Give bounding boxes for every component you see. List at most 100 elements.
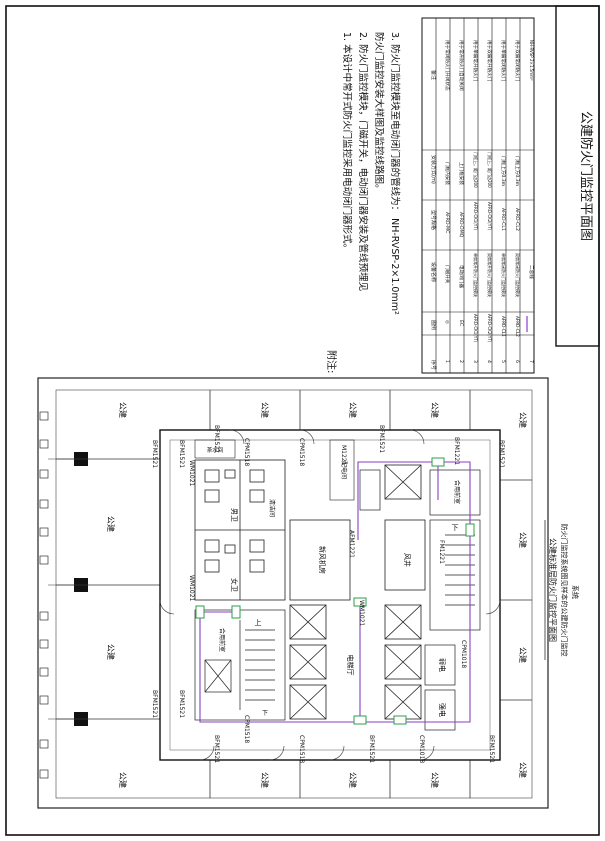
svg-text:AFRD-CL2: AFRD-CL2 (515, 316, 520, 337)
svg-text:6: 6 (514, 360, 520, 363)
svg-text:门磁开关: 门磁开关 (444, 265, 451, 284)
outer-frame (5, 5, 600, 836)
svg-text:AFRD-CL1: AFRD-CL1 (500, 208, 506, 231)
svg-text:公建: 公建 (518, 647, 528, 663)
svg-text:公建: 公建 (430, 772, 440, 788)
svg-text:设备名称: 设备名称 (430, 262, 437, 282)
drawing-title: 公建防火门监控平面图 (578, 111, 594, 241)
label-up1: 上 (255, 618, 262, 627)
facade-mullions (39, 411, 49, 779)
svg-text:CPM1018: CPM1018 (418, 735, 425, 763)
svg-text:公建: 公建 (106, 644, 116, 660)
svg-text:FM1221: FM1221 (438, 540, 445, 564)
svg-text:公建: 公建 (260, 402, 270, 418)
svg-text:4: 4 (486, 360, 492, 363)
svg-text:公建: 公建 (518, 412, 528, 428)
door-tags: BFM1521 BFM1521 BFM1521 BFM1521 BFM1521 … (151, 425, 505, 763)
title-block (555, 5, 600, 347)
note-line-3: 防火门监控安装大样图及监控线路图。 (373, 32, 385, 194)
notes-block: 附注: 1. 本设计中常开式防火门监控采用电动闭门器形式。 2. 防火门监控模块… (325, 32, 401, 373)
room-air-shaft: 新风机房 (318, 546, 327, 574)
note-line-4: 3. 防火门监控模块至电动闭门器的管线为： NH-RVSP-2×1.0mm² (389, 32, 401, 315)
svg-text:CPM1518: CPM1518 (243, 438, 250, 466)
svg-text:上门框安装: 上门框安装 (458, 162, 465, 185)
svg-text:公建: 公建 (348, 772, 358, 788)
label-dn2: 下 (452, 524, 459, 532)
svg-text:BFM1521: BFM1521 (213, 425, 220, 453)
svg-text:AFM1221: AFM1221 (348, 530, 355, 558)
floor-plan: 男卫 女卫 清洁间 合用前室 上 电梯厅 新风机房 (37, 377, 549, 809)
svg-text:CPM1518: CPM1518 (298, 438, 305, 466)
svg-text:2: 2 (458, 360, 464, 363)
svg-text:BFM1521: BFM1521 (178, 690, 185, 718)
svg-text:用于常开防火门自动关闭: 用于常开防火门自动关闭 (458, 40, 465, 91)
room-stair1: 合用前室 (218, 628, 226, 652)
room-tea: 茶水间 (207, 446, 224, 454)
svg-text:门框上，距门边200: 门框上，距门边200 (473, 152, 479, 188)
door-swings (159, 429, 501, 761)
svg-text:CPM1518: CPM1518 (243, 715, 250, 743)
svg-text:公建: 公建 (106, 516, 116, 532)
room-strong: 强电 (438, 703, 447, 717)
plan-caption-2: 防火门监控系统图见样本的公建防火门监控 (560, 524, 569, 657)
plan-caption-3: 系统 (571, 585, 580, 599)
svg-text:AFRD-MC: AFRD-MC (444, 212, 450, 233)
fire-door-bus (199, 461, 471, 723)
svg-text:AFRD-CL2: AFRD-CL2 (514, 208, 520, 231)
svg-text:7: 7 (528, 360, 534, 363)
svg-text:单扇常闭防火门监控模块: 单扇常闭防火门监控模块 (501, 253, 507, 297)
svg-text:CPM1518: CPM1518 (298, 735, 305, 763)
svg-text:单扇常开防火门监控模块: 单扇常开防火门监控模块 (473, 253, 479, 297)
svg-text:BFM1521: BFM1521 (368, 735, 375, 763)
svg-text:3: 3 (472, 360, 478, 363)
notes-heading: 附注: (325, 350, 338, 373)
room-dist: 配电间 (340, 461, 348, 479)
svg-text:公建: 公建 (118, 772, 128, 788)
svg-text:AFRD-CK2(YT): AFRD-CK2(YT) (487, 202, 492, 231)
room-well: 风井 (403, 553, 412, 567)
svg-text:门框上方0.3m: 门框上方0.3m (514, 156, 521, 187)
monitor-modules (195, 457, 475, 725)
svg-text:公建: 公建 (518, 532, 528, 548)
svg-text:用于单扇常闭防火门: 用于单扇常闭防火门 (500, 40, 507, 82)
plan-caption-1: 公建标准层防火门监控平面图 (548, 538, 558, 642)
stair-1 (194, 609, 286, 721)
svg-text:用于双扇常闭防火门: 用于双扇常闭防火门 (514, 40, 521, 82)
svg-text:AFRD-CK2(YT): AFRD-CK2(YT) (487, 314, 492, 343)
svg-text:公建: 公建 (430, 402, 440, 418)
svg-text:BFM1521: BFM1521 (378, 425, 385, 453)
svg-text:◎: ◎ (444, 320, 449, 324)
svg-text:NH-RVSP 2×1.5mm²: NH-RVSP 2×1.5mm² (529, 40, 534, 81)
svg-text:公建: 公建 (118, 402, 128, 418)
svg-text:门框上，距门边200: 门框上，距门边200 (487, 152, 493, 188)
svg-text:安装方式(m): 安装方式(m) (430, 155, 437, 184)
svg-text:CPM1018: CPM1018 (460, 640, 467, 668)
elevator-bank (289, 464, 422, 720)
toilet-block (194, 459, 286, 601)
svg-text:用于双扇常开防火门: 用于双扇常开防火门 (486, 40, 493, 82)
svg-text:BFM1521: BFM1521 (151, 440, 158, 468)
svg-text:WM1021: WM1021 (188, 575, 195, 602)
svg-text:5: 5 (500, 360, 506, 363)
svg-text:AFRD-CK1(YT): AFRD-CK1(YT) (473, 202, 478, 231)
svg-text:双扇常开防火门监控模块: 双扇常开防火门监控模块 (487, 253, 493, 297)
facade-columns (74, 452, 88, 726)
svg-text:AFRD-CK1(YT): AFRD-CK1(YT) (473, 314, 478, 343)
svg-text:用于单扇常开防火门: 用于单扇常开防火门 (472, 40, 479, 82)
note-line-2: 2. 防火门监控模块，门磁开关，电动闭门器安装及管线预埋见 (357, 32, 369, 291)
svg-text:公建: 公建 (260, 772, 270, 788)
office-labels: 公建 公建 公建 公建 公建 公建 公建 公建 公建 公建 公建 公建 公建 公… (106, 402, 528, 788)
svg-text:备注: 备注 (430, 70, 437, 80)
svg-text:EC: EC (458, 320, 464, 326)
svg-text:公建: 公建 (518, 762, 528, 778)
legend-table: 序号 图例 设备名称 型号规格 安装方式(m) 备注 1 ◎ 门磁开关 AFRD… (421, 17, 535, 374)
room-toilet-m: 男卫 (230, 508, 238, 522)
svg-text:电动闭门器: 电动闭门器 (458, 265, 465, 288)
svg-text:AFRD-CL1: AFRD-CL1 (501, 316, 506, 337)
svg-text:BFM1521: BFM1521 (151, 690, 158, 718)
svg-text:WM1021: WM1021 (358, 600, 365, 627)
svg-text:M1221: M1221 (340, 445, 347, 466)
svg-text:二总线: 二总线 (528, 265, 535, 279)
svg-text:BFM1521: BFM1521 (488, 735, 495, 763)
